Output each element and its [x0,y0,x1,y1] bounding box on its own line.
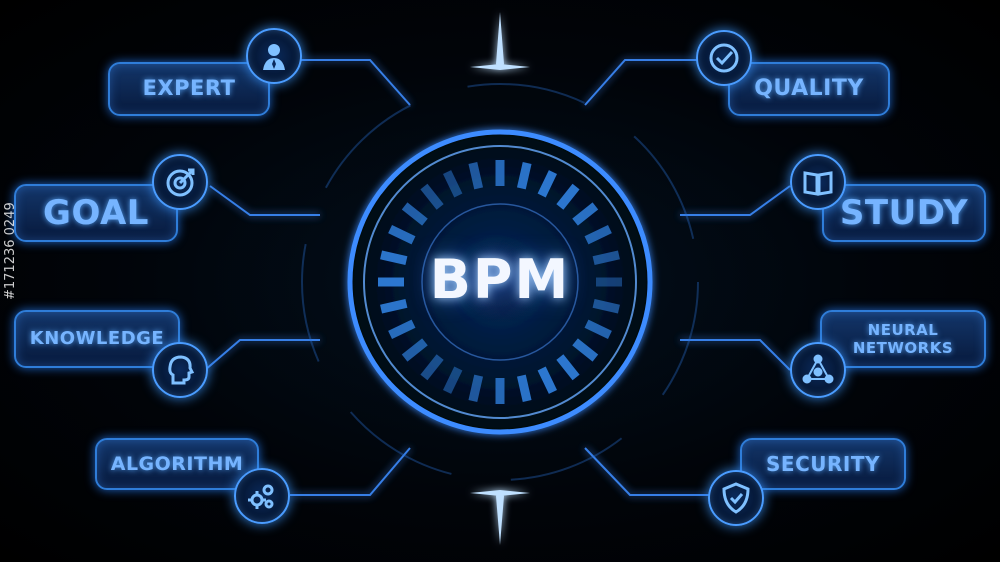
book-icon [790,154,846,210]
dial-tick [572,338,599,362]
dial-ticks [378,160,622,404]
dial-tick [537,366,557,394]
dial-tick [537,170,557,198]
target-icon [152,154,208,210]
stock-id-watermark: #171236 0249 [3,202,18,300]
label-algorithm[interactable]: ALGORITHM [95,438,259,490]
dial-tick [556,354,580,381]
label-study[interactable]: STUDY [822,184,986,242]
label-quality[interactable]: QUALITY [728,62,890,116]
dial-tick [516,374,532,402]
dial-tick [420,183,444,210]
dial-tick [443,366,463,394]
dial-tick [556,183,580,210]
dial-tick [516,162,532,190]
dial-tick [584,319,612,339]
gears-icon [234,468,290,524]
dial-tick [468,374,484,402]
shield-icon [708,470,764,526]
dial-tick [443,170,463,198]
label-goal[interactable]: GOAL [14,184,178,242]
dial-tick [572,202,599,226]
dial-tick [592,298,620,314]
dial-tick [388,319,416,339]
dial-tick [401,338,428,362]
label-neural-networks[interactable]: NEURAL NETWORKS [820,310,986,368]
dial-tick [468,162,484,190]
dial-tick [388,225,416,245]
label-security[interactable]: SECURITY [740,438,906,490]
network-icon [790,342,846,398]
label-knowledge[interactable]: KNOWLEDGE [14,310,180,368]
center-title: BPM [429,247,571,311]
head-profile-icon [152,342,208,398]
businessman-icon [246,28,302,84]
label-expert[interactable]: EXPERT [108,62,270,116]
checkmark-icon [696,30,752,86]
dial-tick [380,250,408,266]
dial-tick [380,298,408,314]
dial-tick [401,202,428,226]
dial-tick [592,250,620,266]
dial-tick [584,225,612,245]
dial-tick [420,354,444,381]
